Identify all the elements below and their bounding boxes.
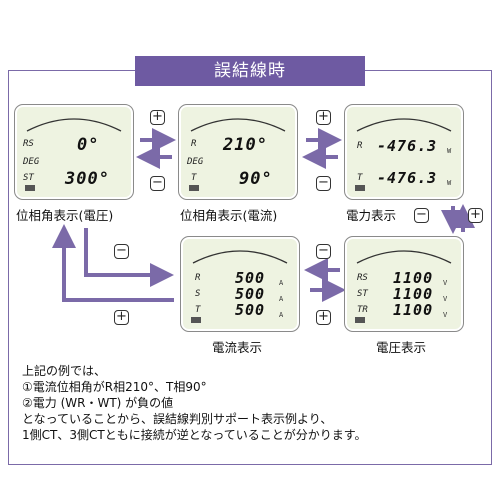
row-unit: V <box>443 311 448 319</box>
indicator-icon <box>189 185 199 191</box>
row-value: 500 <box>235 285 266 303</box>
plus-key-icon: + <box>114 310 129 325</box>
row-label: RS <box>357 273 368 283</box>
meter-scale-arc <box>190 118 286 132</box>
row-value: 300° <box>65 169 110 189</box>
indicator-icon <box>25 185 35 191</box>
arrow-current-to-phasev <box>52 224 174 302</box>
plus-key-icon: + <box>316 310 331 325</box>
meter-scale-arc <box>356 118 452 132</box>
note-line: ②電力 (WR・WT) が負の値 <box>22 396 174 410</box>
row-label: DEG <box>187 157 204 167</box>
row-label: TR <box>357 305 368 315</box>
row-label: R <box>191 139 197 149</box>
lcd-current: R 500 A S 500 A T 500 A <box>180 236 300 332</box>
plus-key-icon: + <box>468 208 483 223</box>
row-unit: W <box>447 179 452 187</box>
minus-key-icon: − <box>114 244 129 259</box>
row-unit: A <box>279 295 284 303</box>
lcd-phase-voltage: RS 0° DEG ST 300° <box>14 104 134 200</box>
row-value: -476.3 <box>377 169 438 187</box>
plus-key-icon: + <box>316 110 331 125</box>
row-value: 90° <box>239 169 273 189</box>
minus-key-icon: − <box>316 244 331 259</box>
meter-scale-arc <box>356 250 452 264</box>
row-unit: A <box>279 311 284 319</box>
lcd-power: R -476.3 W T -476.3 W <box>344 104 464 200</box>
row-unit: V <box>443 279 448 287</box>
row-value: 500 <box>235 301 266 319</box>
note-line: 1側CT、3側CTともに接続が逆となっていることが分かります。 <box>22 428 367 442</box>
indicator-icon <box>191 317 201 323</box>
row-label: T <box>195 305 201 315</box>
row-value: 1100 <box>393 269 434 287</box>
row-unit: V <box>443 295 448 303</box>
row-label: DEG <box>23 157 40 167</box>
indicator-icon <box>355 317 365 323</box>
lcd-voltage: RS 1100 V ST 1100 V TR 1100 V <box>344 236 464 332</box>
row-value: -476.3 <box>377 137 438 155</box>
diagram-title: 誤結線時 <box>135 56 365 86</box>
row-unit: W <box>447 147 452 155</box>
row-label: R <box>195 273 201 283</box>
row-label: R <box>357 141 363 151</box>
row-label: ST <box>357 289 368 299</box>
caption-phase-voltage: 位相角表示(電圧) <box>16 208 114 223</box>
note-line: 上記の例では、 <box>22 364 107 378</box>
row-value: 210° <box>223 135 268 155</box>
note-line: となっていることから、誤結線判別サポート表示例より、 <box>22 412 333 426</box>
indicator-icon <box>355 185 365 191</box>
meter-scale-arc <box>192 250 288 264</box>
row-unit: A <box>279 279 284 287</box>
meter-scale-arc <box>26 118 122 132</box>
row-value: 1100 <box>393 301 434 319</box>
minus-key-icon: − <box>150 176 165 191</box>
row-value: 0° <box>77 135 100 155</box>
caption-current: 電流表示 <box>212 340 263 355</box>
row-label: T <box>357 173 363 183</box>
caption-phase-current: 位相角表示(電流) <box>180 208 278 223</box>
row-label: T <box>191 173 197 183</box>
row-label: ST <box>23 173 34 183</box>
row-label: RS <box>23 139 34 149</box>
row-label: S <box>195 289 201 299</box>
plus-key-icon: + <box>150 110 165 125</box>
minus-key-icon: − <box>316 176 331 191</box>
note-line: ①電流位相角がR相210°、T相90° <box>22 380 207 394</box>
caption-voltage: 電圧表示 <box>376 340 427 355</box>
minus-key-icon: − <box>414 208 429 223</box>
arrow-phasev-to-current <box>84 228 174 287</box>
row-value: 1100 <box>393 285 434 303</box>
caption-power: 電力表示 <box>346 208 397 223</box>
lcd-phase-current: R 210° DEG T 90° <box>178 104 298 200</box>
row-value: 500 <box>235 269 266 287</box>
